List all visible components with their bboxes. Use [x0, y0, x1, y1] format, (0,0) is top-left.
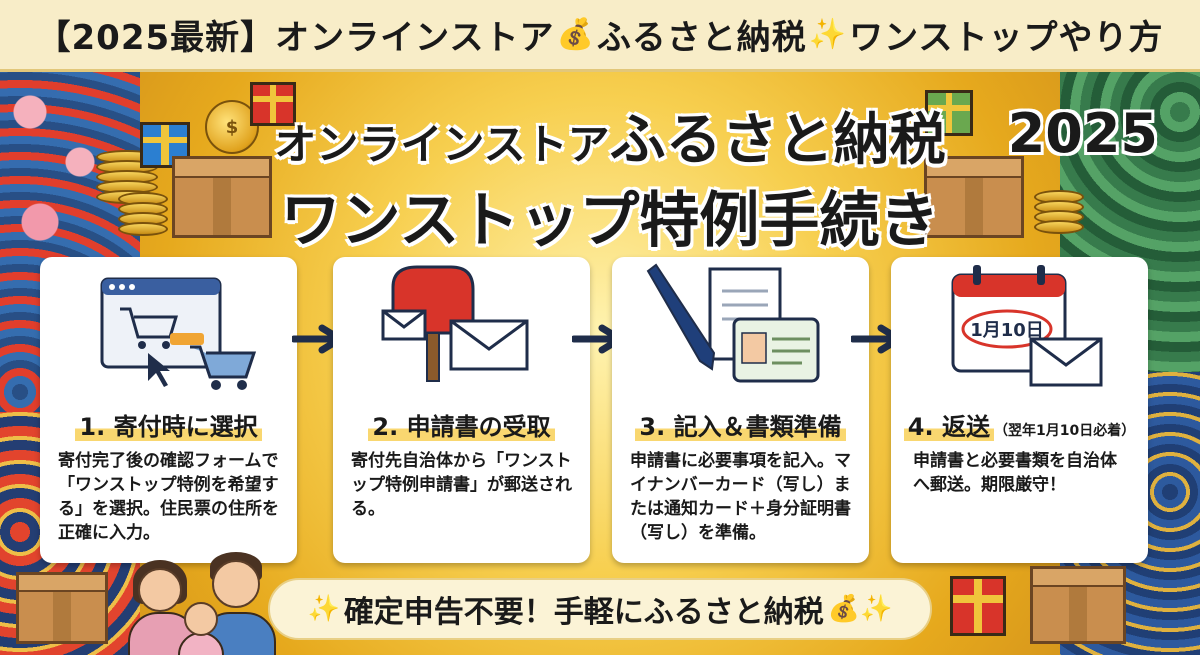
gift-box-icon [250, 82, 296, 126]
step-4-title: 4. 返送 [903, 413, 994, 441]
main-illustration: $ オンラインストアふるさと納税 ワンストップ特例手続き 2025 1. 寄付時… [0, 72, 1200, 655]
cardboard-box-icon [172, 156, 272, 238]
calendar-envelope-icon: 1月10日 [951, 265, 1103, 387]
step-4-deadline: （翌年1月10日必着） [993, 423, 1136, 439]
cardboard-box-icon [924, 156, 1024, 238]
coin-icon: $ [205, 100, 259, 154]
step-card-1: 1. 寄付時に選択 寄付完了後の確認フォームで「ワンストップ特例を希望する」を選… [40, 257, 297, 563]
sparkles-icon: ✨ [808, 17, 848, 52]
coin-stack-icon [1034, 190, 1084, 234]
cardboard-box-icon [16, 572, 108, 644]
title-store: オンラインストア [274, 120, 610, 169]
bottom-message-banner: ✨ 確定申告不要！手軽にふるさと納税 💰✨ [268, 578, 932, 640]
year-label: 2025 [1007, 102, 1158, 165]
gift-box-icon [140, 122, 190, 168]
sparkles-icon: ✨ [307, 594, 340, 624]
mailbox-envelope-icon [381, 265, 529, 382]
top-title-middle: ふるさと納税 [596, 18, 807, 58]
top-title-prefix: 【2025最新】オンラインストア [36, 18, 555, 58]
gift-box-icon [925, 90, 973, 136]
step-3-text: 申請書に必要事項を記入。マイナンバーカード（写し）または通知カード＋身分証明書（… [630, 451, 851, 543]
bottom-message-text: 確定申告不要！手軽にふるさと納税 [343, 595, 824, 630]
top-title-banner: 【2025最新】オンラインストア 💰 ふるさと納税 ✨ ワンストップやり方 [0, 0, 1200, 72]
top-title-suffix: ワンストップやり方 [849, 18, 1164, 58]
title-furusato: ふるさと納税 [609, 108, 946, 173]
money-bag-sparkles-icon: 💰✨ [827, 594, 893, 624]
step-2-title: 2. 申請書の受取 [368, 413, 555, 441]
main-title: オンラインストアふるさと納税 ワンストップ特例手続き [274, 102, 945, 256]
cardboard-box-icon [1030, 566, 1126, 644]
step-2-text: 寄付先自治体から「ワンストップ特例申請書」が郵送される。 [351, 451, 572, 519]
coin-stack-icon [118, 192, 168, 236]
pen-document-idcard-icon [646, 263, 820, 383]
step-card-4: 1月10日 4. 返送（翌年1月10日必着） 申請書と必要書類を自治体へ郵送。期… [891, 257, 1148, 563]
title-onestop: ワンストップ特例手続き [280, 186, 940, 256]
step-1-text: 寄付完了後の確認フォームで「ワンストップ特例を希望する」を選択。住民票の住所を正… [58, 451, 279, 543]
shopping-cart-browser-icon [100, 277, 257, 390]
money-bag-icon: 💰 [556, 17, 595, 52]
step-card-2: 2. 申請書の受取 寄付先自治体から「ワンストップ特例申請書」が郵送される。 [333, 257, 590, 563]
gift-box-icon [950, 576, 1006, 636]
calendar-date: 1月10日 [970, 320, 1044, 341]
step-3-title: 3. 記入＆書類準備 [635, 413, 846, 441]
step-1-title: 1. 寄付時に選択 [75, 413, 262, 441]
step-4-text: 申請書と必要書類を自治体へ郵送。期限厳守！ [913, 451, 1117, 495]
step-card-3: 3. 記入＆書類準備 申請書に必要事項を記入。マイナンバーカード（写し）または通… [612, 257, 869, 563]
